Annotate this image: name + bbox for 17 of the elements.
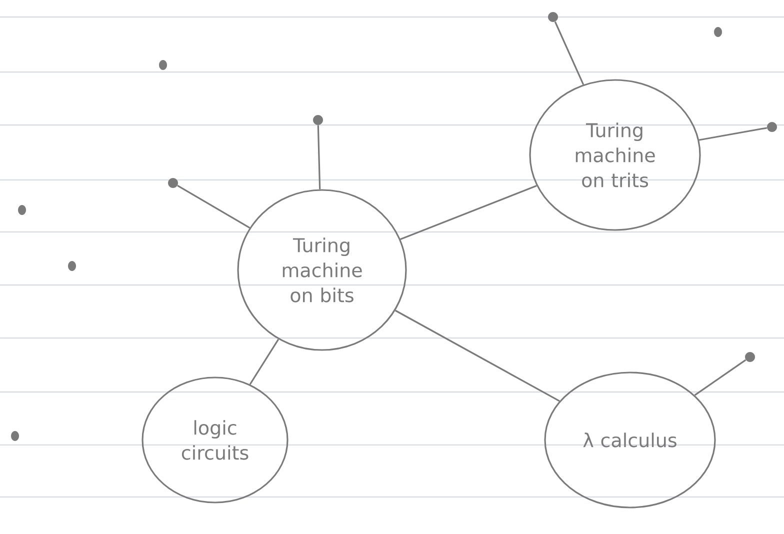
circle-node: λ calculus <box>544 372 716 508</box>
circle-node: Turing machine on bits <box>237 189 407 351</box>
end-dot <box>767 122 777 132</box>
connector-line <box>554 21 584 85</box>
end-dot <box>168 178 178 188</box>
connector-line <box>395 310 560 402</box>
circle-node: logic circuits <box>142 376 288 504</box>
connector-line <box>400 185 537 240</box>
end-dot <box>313 115 323 125</box>
connector-line <box>249 338 280 385</box>
connector-line <box>177 184 250 228</box>
end-dot <box>548 12 558 22</box>
connector-line <box>317 125 321 190</box>
end-dot <box>745 352 755 362</box>
circle-node: Turing machine on trits <box>529 79 701 231</box>
connector-line <box>698 127 768 141</box>
connector-line <box>694 359 746 396</box>
